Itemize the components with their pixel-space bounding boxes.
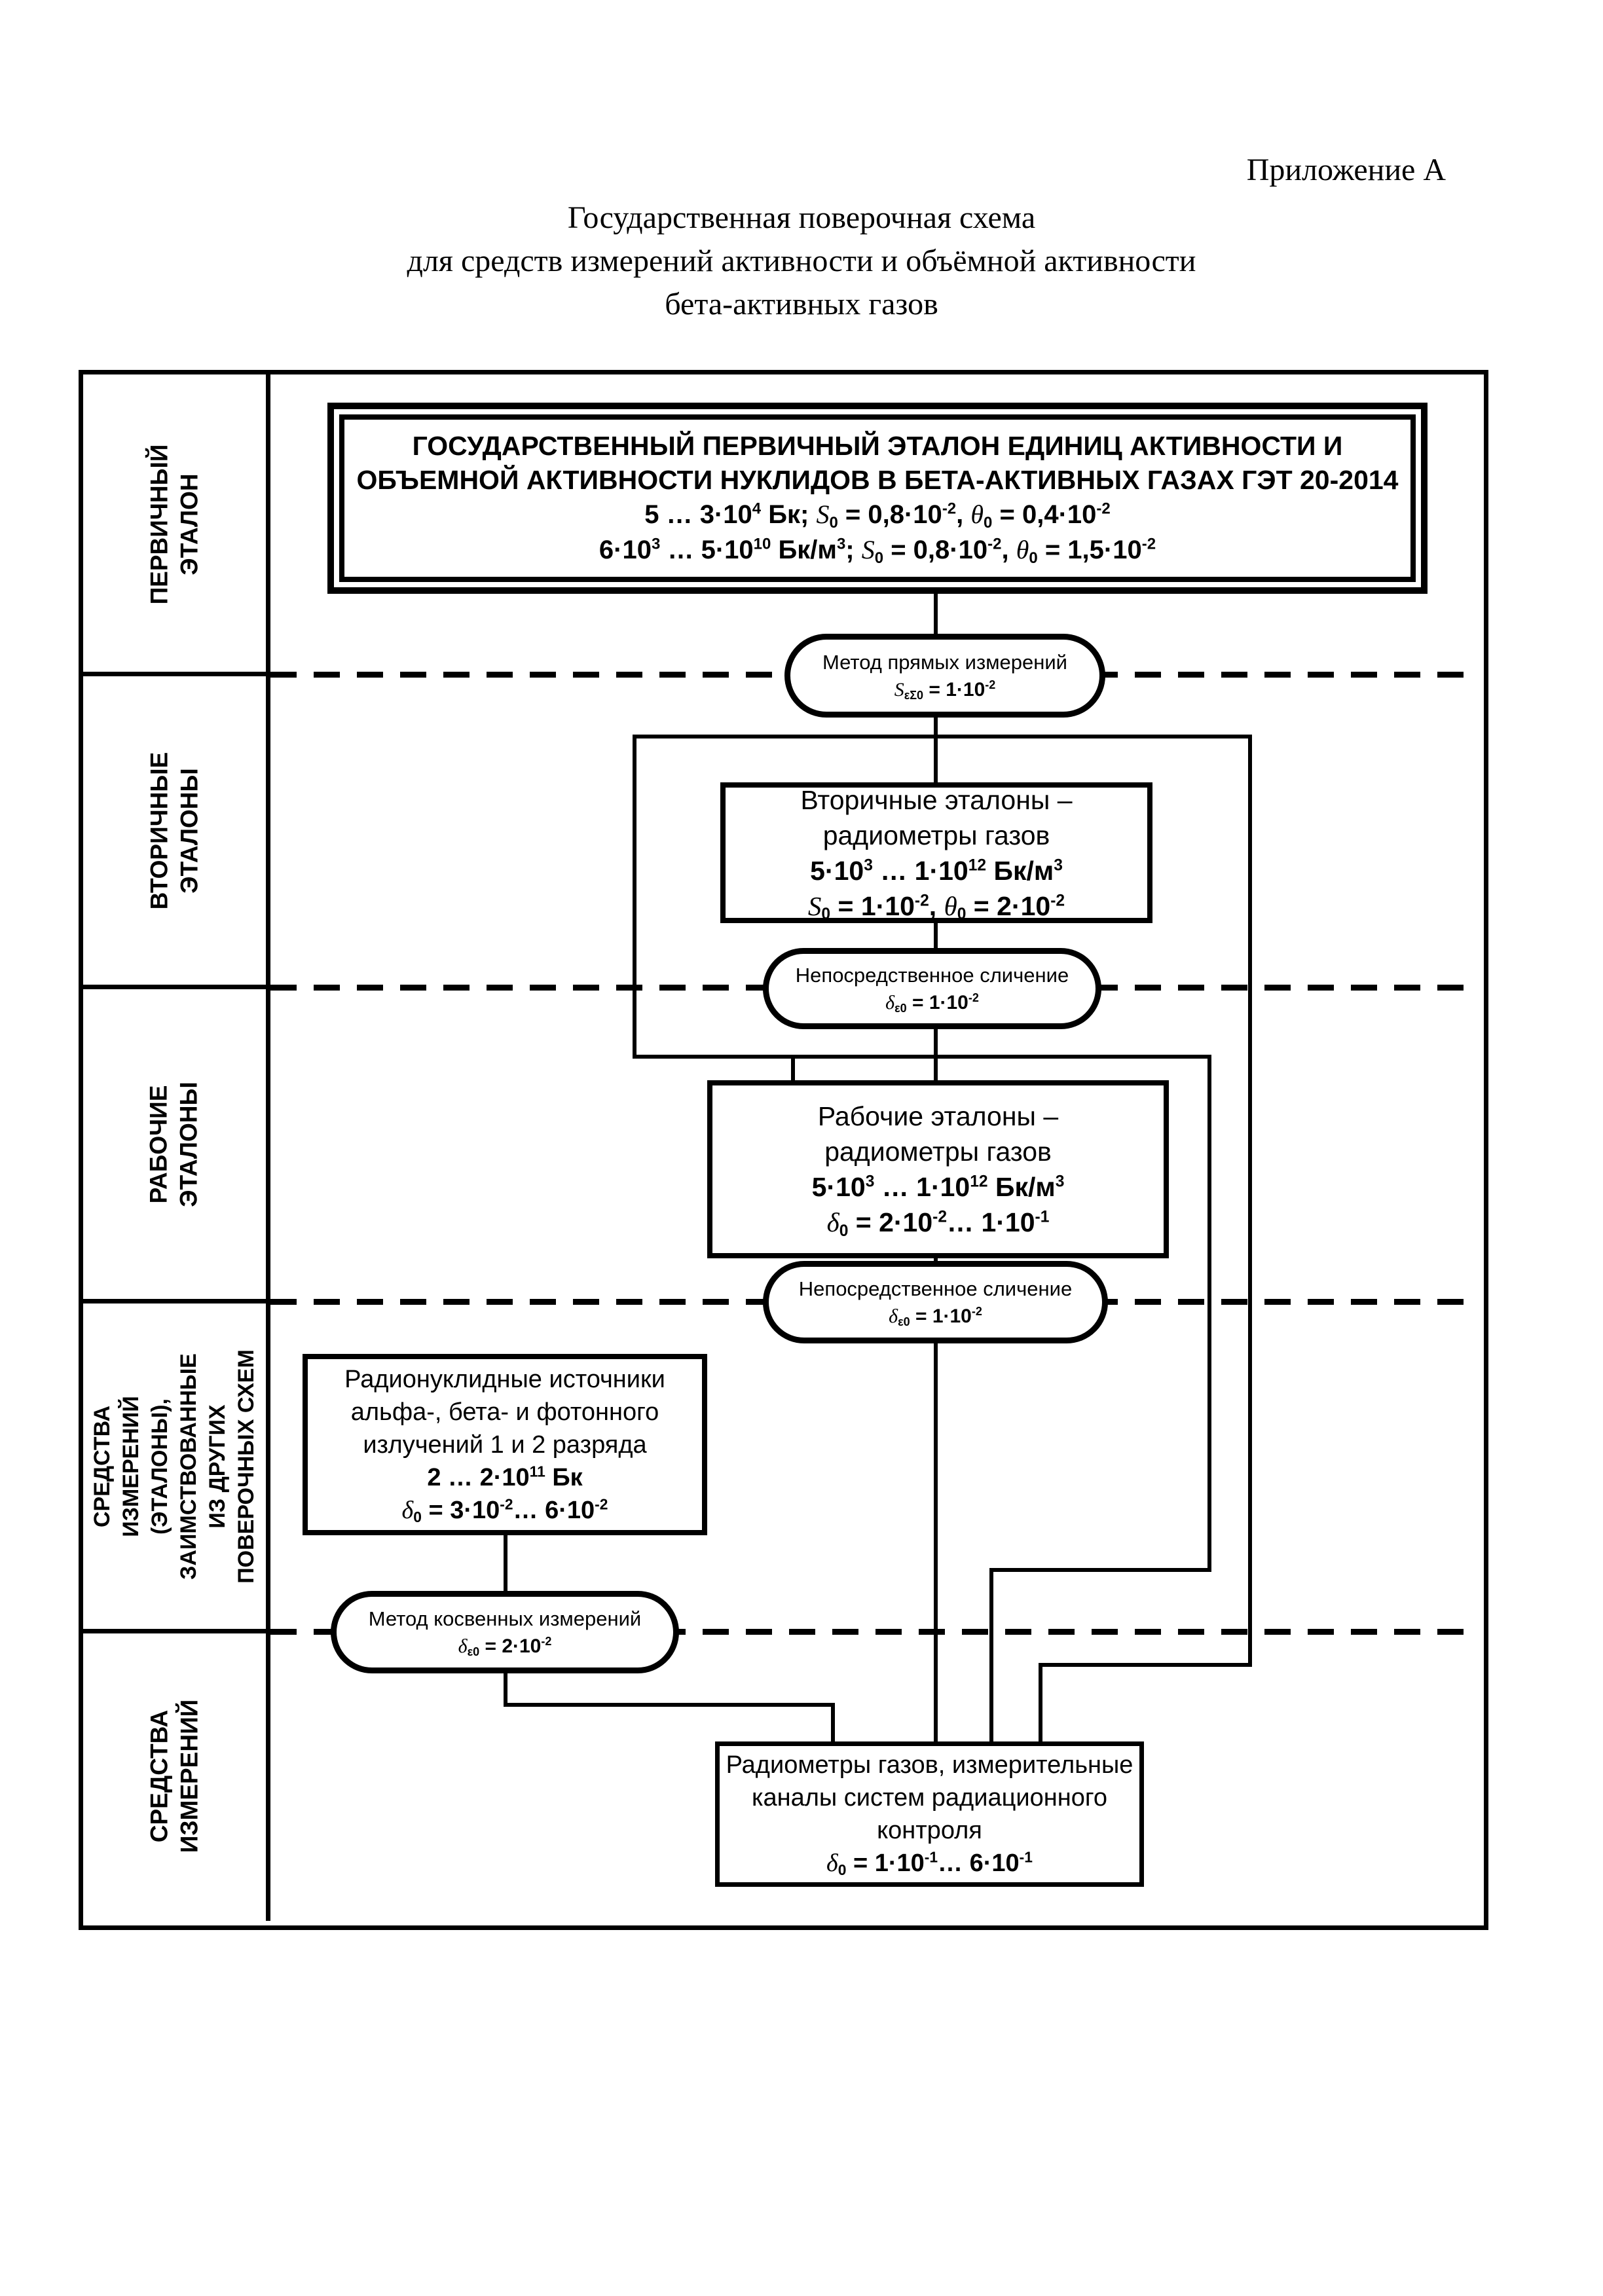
radionuclide-error: δ0 = 3·10-2… 6·10-2: [401, 1495, 608, 1525]
method-direct-label: Метод прямых измерений: [822, 651, 1067, 674]
primary-standard-range-1: 5 … 3·104 Бк; S0 = 0,8·10-2, θ0 = 0,4·10…: [644, 500, 1111, 532]
connector-radionuclide-to-indirect-oval: [504, 1535, 507, 1594]
radionuclide-range: 2 … 2·1011 Бк: [427, 1462, 583, 1491]
measuring-instruments-box: Радиометры газов, измерительные каналы с…: [715, 1741, 1144, 1887]
rail-below-direct-oval: [633, 735, 1252, 738]
level-divider-4: [83, 1629, 266, 1633]
secondary-line-1: Вторичные эталоны –: [800, 784, 1073, 815]
level-divider-3: [83, 1299, 266, 1303]
connector-indirect-oval-down: [504, 1671, 507, 1707]
jog-b-horizontal: [1039, 1663, 1252, 1667]
primary-standard-box: ГОСУДАРСТВЕННЫЙ ПЕРВИЧНЫЙ ЭТАЛОН ЕДИНИЦ …: [327, 403, 1428, 594]
method-indirect-formula: δε0 = 2·10-2: [458, 1635, 552, 1659]
si-line-1: Радиометры газов, измерительные: [726, 1751, 1133, 1779]
si-line-3: контроля: [877, 1817, 982, 1844]
bypass-rail2-to-si: [1207, 1055, 1211, 1572]
radionuclide-line-3: излучений 1 и 2 разряда: [363, 1430, 647, 1459]
method-direct-formula: SεΣ0 = 1·10-2: [894, 678, 996, 702]
level-divider-2: [83, 985, 266, 989]
connector-compare-oval-1-to-working: [934, 1025, 938, 1084]
direct-comparison-1-formula: δε0 = 1·10-2: [885, 991, 979, 1015]
jog-b-vertical-to-si: [1039, 1663, 1042, 1745]
primary-standard-title: ГОСУДАРСТВЕННЫЙ ПЕРВИЧНЫЙ ЭТАЛОН ЕДИНИЦ …: [356, 431, 1399, 495]
secondary-line-2: радиометры газов: [822, 820, 1050, 850]
method-direct-measurements-oval: Метод прямых измерений SεΣ0 = 1·10-2: [784, 634, 1105, 718]
annex-label: Приложение А: [1246, 153, 1446, 187]
connector-compare-oval-2-to-si: [934, 1341, 938, 1744]
working-line-2: радиометры газов: [824, 1137, 1052, 1167]
secondary-error: S0 = 1·10-2, θ0 = 2·10-2: [807, 890, 1065, 924]
secondary-standards-box: Вторичные эталоны – радиометры газов 5·1…: [720, 782, 1152, 923]
direct-comparison-2-formula: δε0 = 1·10-2: [889, 1305, 982, 1329]
sidebar-divider: [266, 370, 270, 1921]
jog-a-vertical-to-si: [989, 1568, 993, 1745]
bypass-right-direct-to-si: [1248, 735, 1252, 1667]
secondary-range: 5·103 … 1·1012 Бк/м3: [810, 855, 1063, 886]
primary-standard-range-2: 6·103 … 5·1010 Бк/м3; S0 = 0,8·10-2, θ0 …: [599, 535, 1156, 567]
method-indirect-label: Метод косвенных измерений: [368, 1607, 642, 1630]
si-error: δ0 = 1·10-1… 6·10-1: [826, 1848, 1033, 1879]
connector-direct-oval-to-secondary: [934, 714, 938, 786]
radionuclide-sources-box: Радионуклидные источники альфа-, бета- и…: [303, 1354, 707, 1535]
rail-below-compare-oval-1: [633, 1055, 1211, 1059]
direct-comparison-oval-2: Непосредственное сличение δε0 = 1·10-2: [763, 1261, 1108, 1343]
scheme-frame: [79, 370, 1488, 1930]
jog-a-horizontal: [989, 1568, 1211, 1572]
level-divider-1: [83, 672, 266, 676]
working-range: 5·103 … 1·1012 Бк/м3: [811, 1172, 1065, 1202]
bypass-left-direct-to-rail2: [633, 735, 636, 1059]
direct-comparison-2-label: Непосредственное сличение: [798, 1277, 1073, 1300]
si-line-2: каналы систем радиационного: [752, 1784, 1107, 1812]
radionuclide-line-2: альфа-, бета- и фотонного: [350, 1398, 659, 1426]
method-indirect-measurements-oval: Метод косвенных измерений δε0 = 2·10-2: [331, 1591, 679, 1673]
direct-comparison-oval-1: Непосредственное сличение δε0 = 1·10-2: [763, 948, 1101, 1029]
primary-standard-inner: ГОСУДАРСТВЕННЫЙ ПЕРВИЧНЫЙ ЭТАЛОН ЕДИНИЦ …: [339, 414, 1416, 582]
working-error: δ0 = 2·10-2… 1·10-1: [826, 1207, 1050, 1240]
connector-primary-to-direct-oval: [934, 592, 938, 638]
radionuclide-line-1: Радионуклидные источники: [344, 1365, 665, 1393]
connector-indirect-to-si: [831, 1703, 835, 1745]
direct-comparison-1-label: Непосредственное сличение: [795, 964, 1069, 987]
working-line-1: Рабочие эталоны –: [817, 1101, 1059, 1131]
connector-secondary-to-compare-oval-1: [934, 920, 938, 953]
connector-indirect-horizontal: [504, 1703, 835, 1707]
connector-rail2-to-working: [791, 1055, 795, 1084]
dashed-level-line-4: [270, 1629, 1479, 1635]
working-standards-box: Рабочие эталоны – радиометры газов 5·103…: [707, 1080, 1169, 1258]
